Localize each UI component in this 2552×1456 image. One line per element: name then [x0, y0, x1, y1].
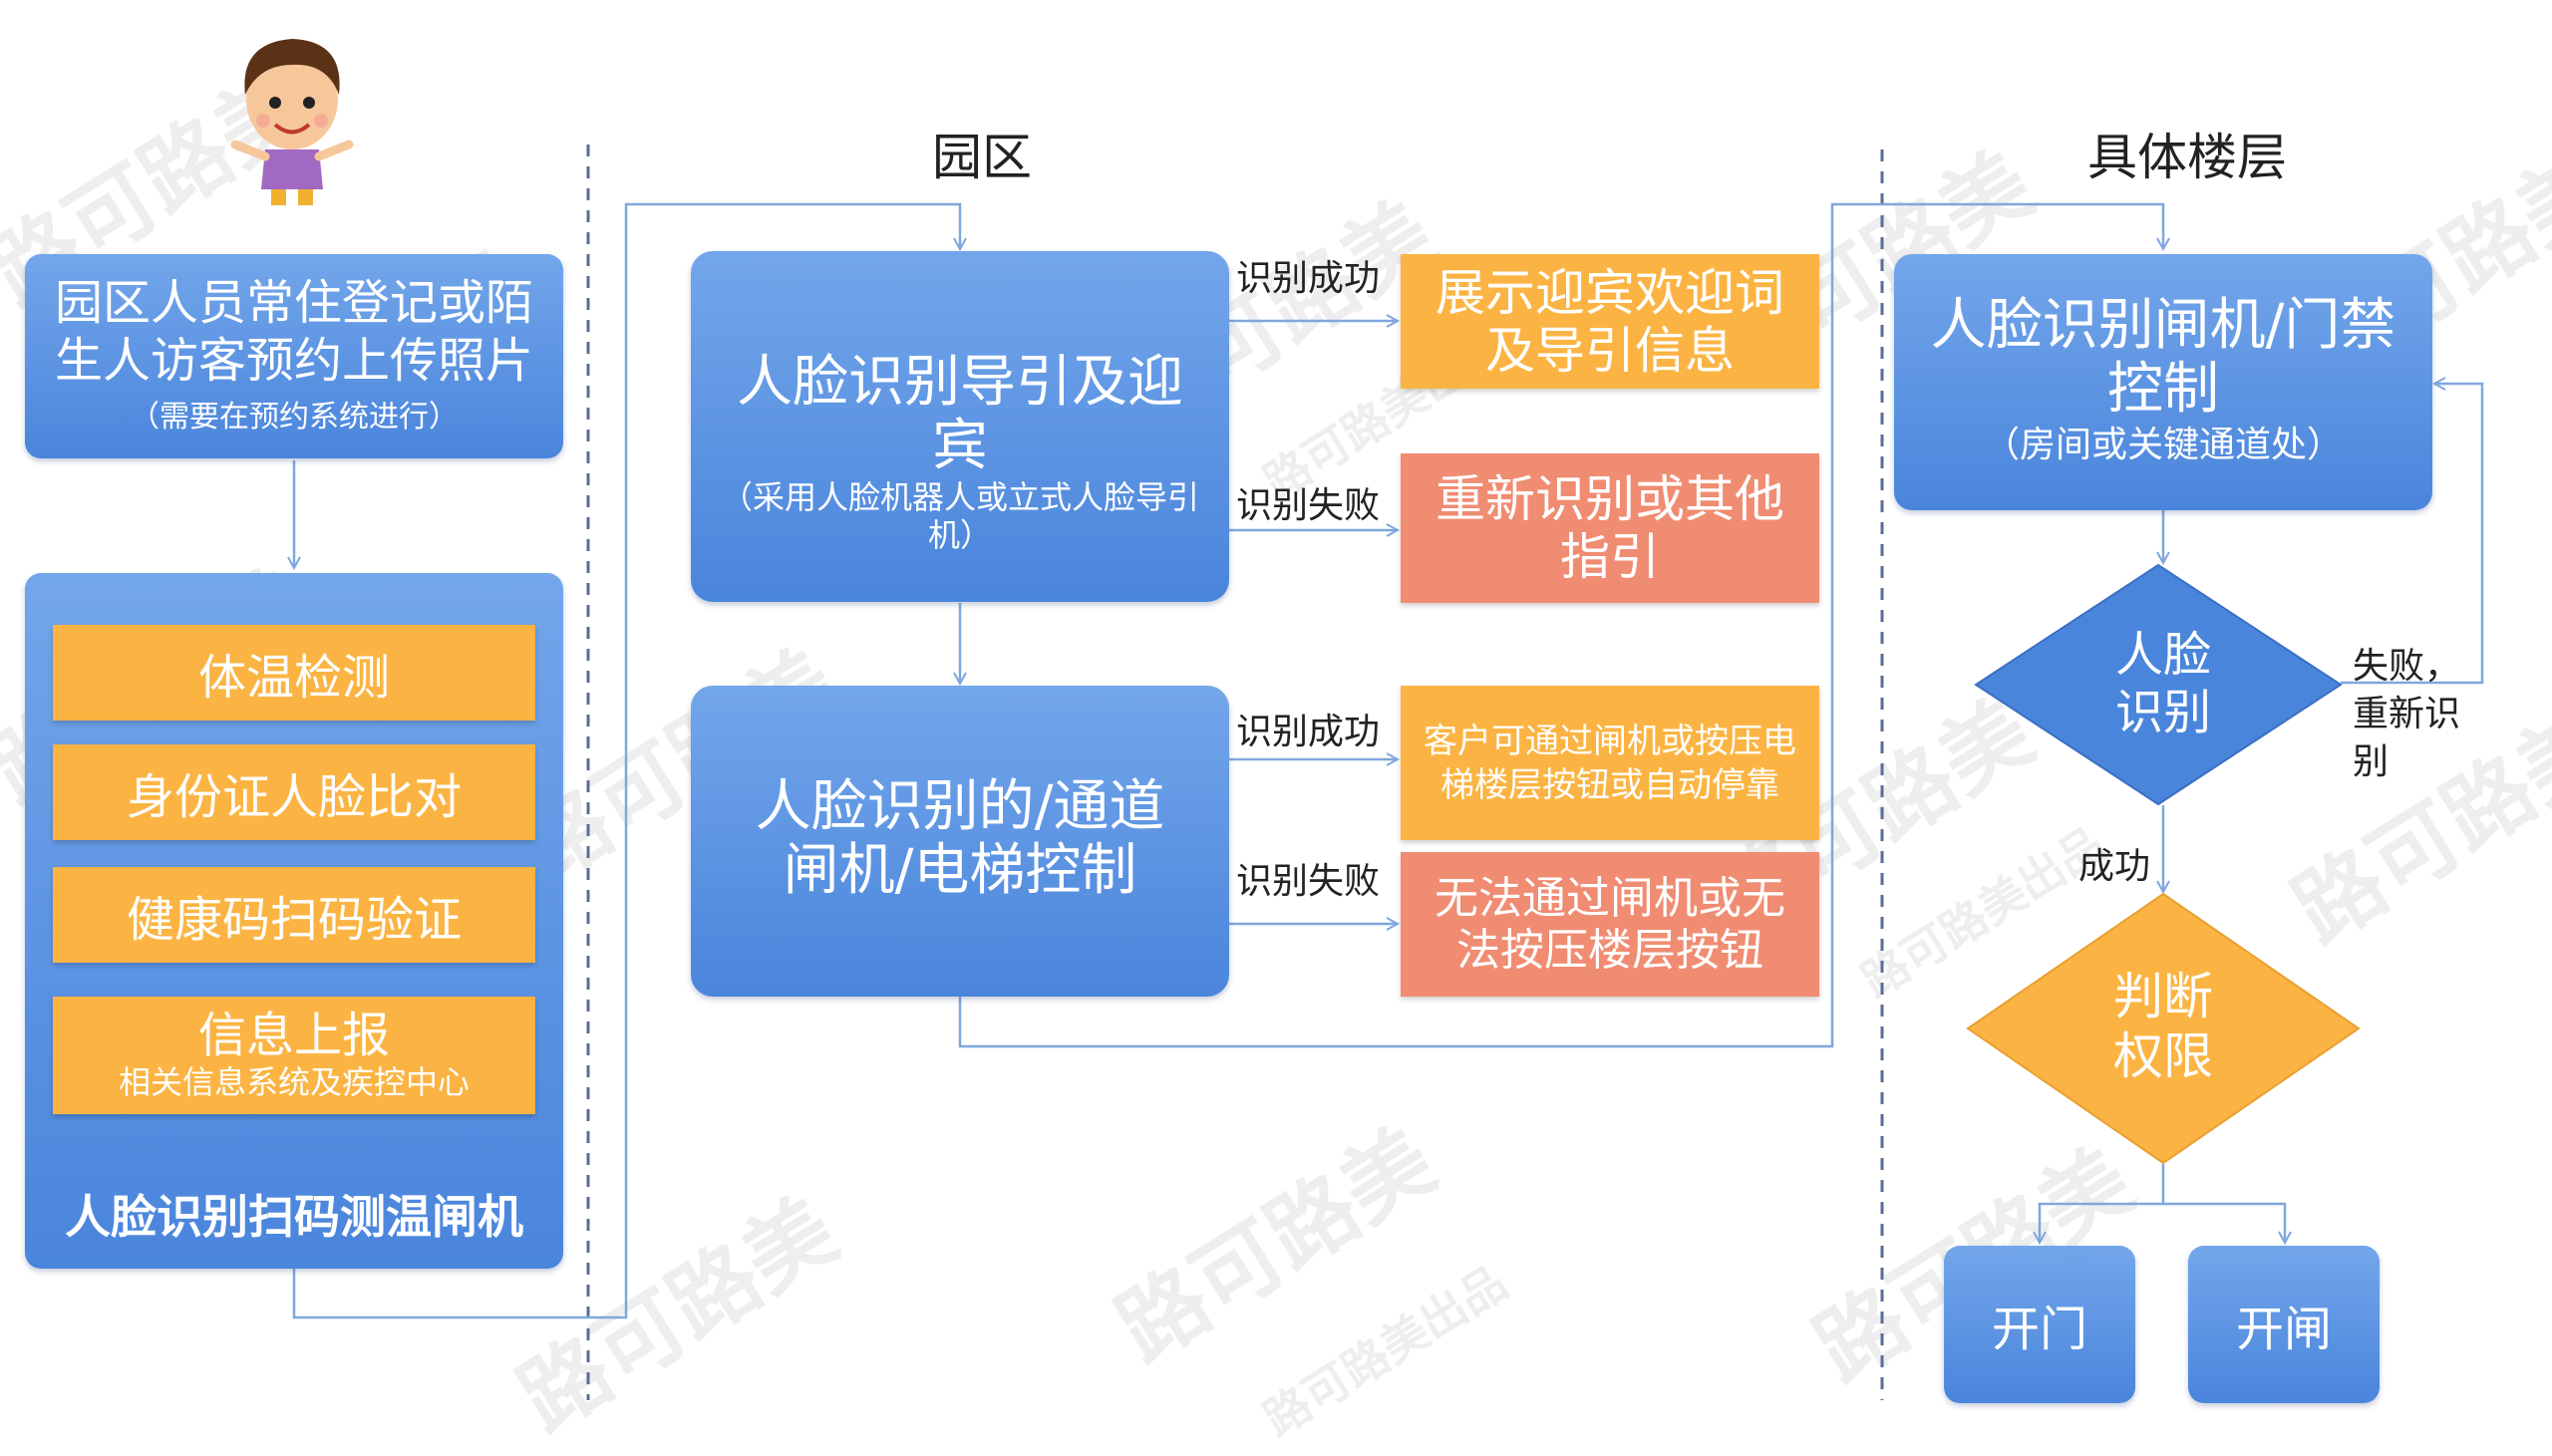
passage-title: 人脸识别的/通道闸机/电梯控制: [755, 774, 1165, 903]
welcome-result-box: 展示迎宾欢迎词及导引信息: [1401, 254, 1819, 389]
info-report-sub: 相关信息系统及疾控中心: [118, 1063, 470, 1101]
face-recognition-decision-label: 人脸识别: [2114, 627, 2211, 740]
pass-ok-result-text: 客户可通过闸机或按压电梯楼层按钮或自动停靠: [1424, 721, 1796, 805]
permission-decision: [1966, 892, 2361, 1165]
info-report-item: 信息上报 相关信息系统及疾控中心: [53, 997, 535, 1114]
register-title: 园区人员常住登记或陌生人访客预约上传照片: [54, 275, 533, 389]
open-gate-label: 开闸: [2235, 1302, 2332, 1357]
access-control-sub: （房间或关键通道处）: [1983, 425, 2343, 465]
health-code-scan-item: 健康码扫码验证: [53, 867, 535, 963]
success-label-1: 识别成功: [1236, 258, 1381, 299]
access-control-title: 人脸识别闸机/门禁控制: [1930, 293, 2396, 422]
success-label-right: 成功: [2078, 846, 2151, 887]
access-control-box: 人脸识别闸机/门禁控制 （房间或关键通道处）: [1894, 254, 2432, 510]
passage-gate-box: 人脸识别的/通道闸机/电梯控制: [691, 686, 1229, 997]
reidentify-result-text: 重新识别或其他指引: [1436, 470, 1784, 586]
success-label-2: 识别成功: [1236, 712, 1381, 752]
fail-label-2: 识别失败: [1236, 861, 1381, 902]
guide-welcome-box: 人脸识别导引及迎宾 （采用人脸机器人或立式人脸导引机）: [691, 251, 1229, 602]
welcome-result-text: 展示迎宾欢迎词及导引信息: [1436, 263, 1784, 380]
register-box: 园区人员常住登记或陌生人访客预约上传照片 （需要在预约系统进行）: [25, 254, 563, 458]
section-heading-floor: 具体楼层: [2087, 129, 2287, 186]
open-gate-box: 开闸: [2188, 1246, 2380, 1403]
fail-label-1: 识别失败: [1236, 485, 1381, 526]
info-report-title: 信息上报: [197, 1008, 390, 1063]
guide-sub: （采用人脸机器人或立式人脸导引机）: [721, 478, 1200, 554]
gate-machine-box: 体温检测 身份证人脸比对 健康码扫码验证 信息上报 相关信息系统及疾控中心 人脸…: [25, 573, 563, 1269]
pass-ok-result-box: 客户可通过闸机或按压电梯楼层按钮或自动停靠: [1401, 686, 1819, 840]
section-heading-yuanqu: 园区: [932, 129, 1032, 186]
temperature-check-item: 体温检测: [53, 625, 535, 721]
permission-decision-label: 判断权限: [2113, 968, 2213, 1085]
open-door-label: 开门: [1991, 1302, 2087, 1357]
register-note: （需要在预约系统进行）: [130, 400, 459, 435]
pass-fail-result-text: 无法通过闸机或无法按压楼层按钮: [1435, 872, 1785, 976]
gate-machine-footer: 人脸识别扫码测温闸机: [65, 1190, 523, 1244]
pass-fail-result-box: 无法通过闸机或无法按压楼层按钮: [1401, 852, 1819, 997]
cartoon-person-icon: [230, 39, 354, 205]
guide-title: 人脸识别导引及迎宾: [737, 350, 1183, 478]
id-face-compare-item: 身份证人脸比对: [53, 744, 535, 840]
fail-retry-label: 失败，重新识别: [2353, 646, 2461, 782]
reidentify-result-box: 重新识别或其他指引: [1401, 453, 1819, 603]
open-door-box: 开门: [1944, 1246, 2135, 1403]
face-recognition-decision: [1974, 563, 2343, 806]
